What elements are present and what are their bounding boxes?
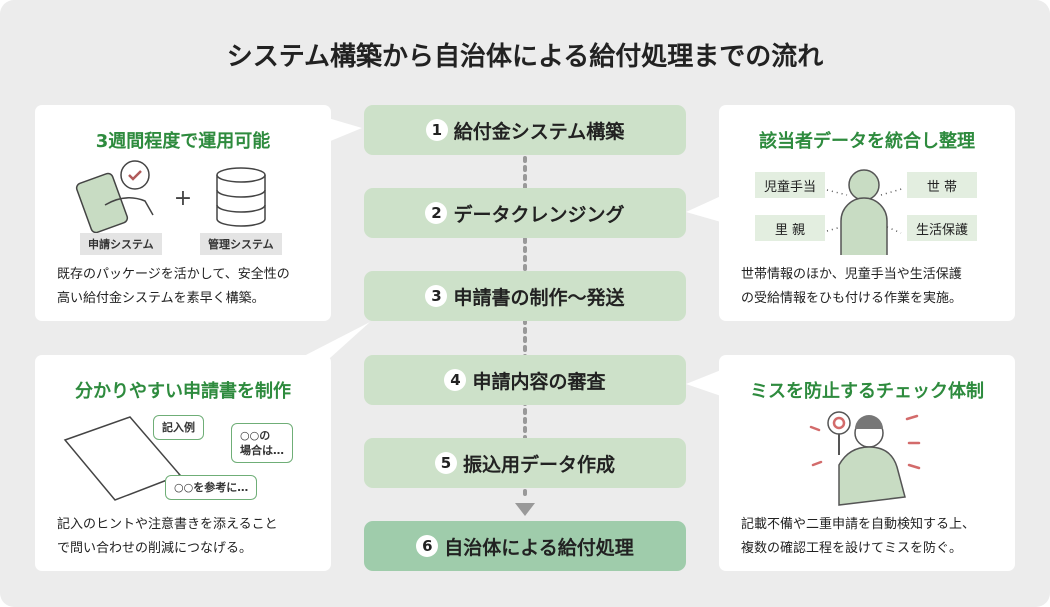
step-number: 2 [425, 202, 448, 224]
step-number: 3 [425, 285, 448, 307]
card-title: ミスを防止するチェック体制 [750, 381, 984, 402]
desc-line: 既存のパッケージを活かして、安全性の [57, 267, 290, 282]
card-description: 記入のヒントや注意書きを添えることで問い合わせの削減につなげる。 [57, 513, 317, 561]
step-label: 振込用データ作成 [462, 453, 615, 476]
bubble-case-line: ○○の [240, 429, 271, 442]
tag-application-system: 申請システム [80, 233, 162, 255]
desc-line: 記入のヒントや注意書きを添えること [57, 517, 278, 532]
step-number: 4 [444, 369, 467, 391]
step-number: 1 [425, 119, 448, 141]
desc-line: 高い給付金システムを素早く構築。 [57, 291, 265, 306]
card-form: 分かりやすい申請書を制作 記入例 ○○の場合は… ○○を参考に… 記入のヒントや… [35, 355, 331, 571]
card-description: 既存のパッケージを活かして、安全性の高い給付金システムを素早く構築。 [57, 263, 317, 311]
step-label: データクレンジング [453, 203, 625, 226]
tag-management-system: 管理システム [200, 233, 282, 255]
bubble-reference: ○○を参考に… [165, 475, 258, 500]
desc-line: 記載不備や二重申請を自動検知する上、 [741, 517, 976, 532]
tag-foster-parent: 里 親 [755, 215, 825, 241]
step-label: 自治体による給付処理 [444, 536, 634, 559]
card-data: 該当者データを統合し整理 児童手当 世 帯 里 親 生活保護 世帯情報のほか、児… [719, 105, 1015, 321]
card-description: 世帯情報のほか、児童手当や生活保護の受給情報をひも付ける作業を実施。 [741, 263, 1001, 311]
step-label: 給付金システム構築 [453, 120, 625, 143]
tag-welfare: 生活保護 [907, 215, 977, 241]
desc-line: 複数の確認工程を設けてミスを防ぐ。 [741, 541, 963, 556]
card-title: 3週間程度で運用可能 [95, 131, 271, 152]
desc-line: 世帯情報のほか、児童手当や生活保護 [741, 267, 962, 282]
pointer-data [686, 196, 721, 222]
card-title: 分かりやすい申請書を制作 [75, 381, 291, 402]
step-number: 6 [416, 535, 439, 557]
desc-line: の受給情報をひも付ける作業を実施。 [741, 291, 963, 306]
arrow-down-icon [515, 503, 535, 516]
step-label: 申請書の制作〜発送 [453, 286, 625, 309]
card-system: 3週間程度で運用可能 + 申請システム 管理システム 既存のパッケージを活かして… [35, 105, 331, 321]
svg-text:+: + [174, 186, 192, 211]
card-title: 該当者データを統合し整理 [759, 131, 975, 152]
smartphone-hand-icon: + [75, 160, 192, 234]
bubble-case-line: 場合は… [240, 444, 284, 457]
pointer-system [328, 118, 362, 142]
step-label: 申請内容の審査 [472, 370, 606, 393]
bubble-example: 記入例 [153, 415, 204, 440]
card-check: ミスを防止するチェック体制 記載不備や二重申請を自動検知する上、複数の確認工程を… [719, 355, 1015, 571]
pointer-form [300, 322, 370, 358]
page-title: システム構築から自治体による給付処理までの流れ [226, 42, 824, 72]
tag-child-allowance: 児童手当 [755, 172, 825, 198]
person-icon [826, 169, 906, 255]
database-icon [216, 167, 266, 227]
staff-with-ok-sign-icon [809, 411, 921, 506]
step-number: 5 [434, 452, 457, 474]
pointer-check [686, 370, 721, 396]
tag-household: 世 帯 [907, 172, 977, 198]
desc-line: で問い合わせの削減につなげる。 [57, 541, 253, 556]
card-description: 記載不備や二重申請を自動検知する上、複数の確認工程を設けてミスを防ぐ。 [741, 513, 1001, 561]
